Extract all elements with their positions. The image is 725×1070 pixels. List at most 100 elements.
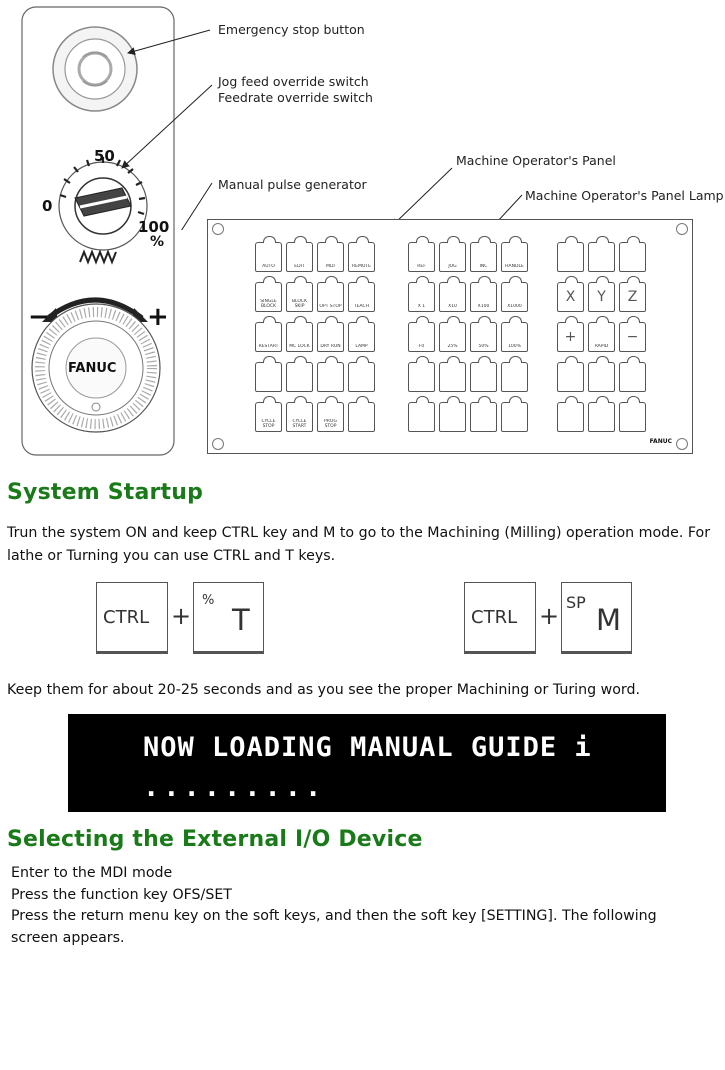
panel-key-label: INC [479, 264, 488, 269]
panel-key[interactable]: − [619, 316, 646, 352]
panel-key[interactable] [439, 356, 466, 392]
panel-key[interactable]: Z [619, 276, 646, 312]
ctrl-key: CTRL [96, 582, 168, 654]
panel-key[interactable]: RESTART [255, 316, 282, 352]
panel-key[interactable] [557, 236, 584, 272]
panel-key[interactable] [286, 356, 313, 392]
pendant-illustration [21, 6, 175, 456]
panel-key[interactable]: JOG [439, 236, 466, 272]
handwheel-minus: − [28, 302, 50, 332]
panel-key[interactable] [317, 356, 344, 392]
panel-key[interactable]: INC [470, 236, 497, 272]
panel-key[interactable]: X 1 [408, 276, 435, 312]
plus-sign: + [539, 602, 560, 630]
emergency-stop-icon [52, 26, 138, 112]
panel-key[interactable]: X [557, 276, 584, 312]
t-key-superscript: % [202, 593, 215, 608]
panel-key[interactable] [557, 396, 584, 432]
panel-key[interactable] [588, 236, 615, 272]
panel-key-label: AUTO [262, 264, 275, 269]
panel-key-label: X 1 [417, 304, 426, 309]
panel-key[interactable] [439, 396, 466, 432]
m-key-label: M [596, 603, 622, 637]
handwheel-icon [31, 297, 161, 433]
panel-key-label: DRY RUN [320, 344, 341, 349]
ctrl-key: CTRL [464, 582, 536, 654]
panel-key[interactable]: F0 [408, 316, 435, 352]
panel-key[interactable]: X1000 [501, 276, 528, 312]
panel-key[interactable]: Y [588, 276, 615, 312]
panel-key[interactable] [619, 236, 646, 272]
callout-jog-feed: Jog feed override switch [218, 74, 369, 89]
panel-key[interactable] [501, 396, 528, 432]
panel-key[interactable]: MDI [317, 236, 344, 272]
panel-key-label: MC LOCK [289, 344, 310, 349]
panel-key[interactable]: AUTO [255, 236, 282, 272]
panel-key[interactable]: CYCLE START [286, 396, 313, 432]
loading-dots: ......... [143, 772, 326, 803]
panel-key-label: RAPID [594, 344, 609, 349]
panel-key[interactable]: X100 [470, 276, 497, 312]
panel-key[interactable] [348, 396, 375, 432]
ctrl-key-label: CTRL [471, 607, 518, 628]
panel-key[interactable]: REMOTE [348, 236, 375, 272]
panel-key-label: Y [597, 289, 606, 305]
panel-key-label: SINGLE BLOCK [260, 299, 277, 309]
panel-key[interactable]: X10 [439, 276, 466, 312]
callout-mop: Machine Operator's Panel [456, 153, 616, 168]
dial-label-50: 50 [94, 147, 115, 165]
panel-key-label: 50% [478, 344, 489, 349]
panel-key[interactable] [619, 396, 646, 432]
panel-key[interactable]: EDIT [286, 236, 313, 272]
panel-key[interactable]: RAPID [588, 316, 615, 352]
panel-key[interactable] [408, 356, 435, 392]
panel-key[interactable]: + [557, 316, 584, 352]
startup-paragraph: Trun the system ON and keep CTRL key and… [7, 522, 710, 568]
panel-key[interactable]: DRY RUN [317, 316, 344, 352]
panel-key[interactable] [470, 356, 497, 392]
panel-key[interactable]: PROG STOP [317, 396, 344, 432]
panel-key[interactable]: 50% [470, 316, 497, 352]
panel-key[interactable]: LAMP [348, 316, 375, 352]
panel-key[interactable] [348, 356, 375, 392]
panel-key-label: F0 [418, 344, 425, 349]
panel-key[interactable] [255, 356, 282, 392]
panel-key-label: 100% [508, 344, 521, 349]
panel-key[interactable]: MC LOCK [286, 316, 313, 352]
panel-key[interactable]: CYCLE STOP [255, 396, 282, 432]
panel-key-label: CYCLE STOP [261, 419, 276, 429]
panel-key-label: REF [417, 264, 426, 269]
panel-key[interactable]: SINGLE BLOCK [255, 276, 282, 312]
panel-key-label: EDIT [294, 264, 305, 269]
panel-key[interactable]: TEACH [348, 276, 375, 312]
panel-key[interactable]: 25% [439, 316, 466, 352]
callout-mpg: Manual pulse generator [218, 177, 367, 192]
keep-keys-text: Keep them for about 20-25 seconds and as… [7, 682, 640, 698]
panel-key-label: REMOTE [352, 264, 371, 269]
panel-key[interactable] [557, 356, 584, 392]
panel-key-label: − [626, 329, 639, 345]
panel-key[interactable]: 100% [501, 316, 528, 352]
m-key: SP M [561, 582, 632, 654]
panel-key[interactable] [501, 356, 528, 392]
loading-message: NOW LOADING MANUAL GUIDE i [143, 732, 592, 763]
panel-key-label: BLOCK SKIP [291, 299, 308, 309]
panel-key[interactable] [588, 396, 615, 432]
panel-key[interactable] [470, 396, 497, 432]
panel-key[interactable]: OPT STOP [317, 276, 344, 312]
panel-key-label: TEACH [353, 304, 370, 309]
panel-key[interactable]: HANDLE [501, 236, 528, 272]
panel-key[interactable]: BLOCK SKIP [286, 276, 313, 312]
callout-feedrate: Feedrate override switch [218, 90, 373, 105]
ctrl-key-label: CTRL [103, 607, 150, 628]
panel-key-label: JOG [448, 264, 457, 269]
panel-key-label: RESTART [258, 344, 279, 349]
panel-key[interactable] [588, 356, 615, 392]
panel-key[interactable]: REF [408, 236, 435, 272]
panel-key[interactable] [408, 396, 435, 432]
dial-label-percent: % [150, 234, 165, 250]
panel-key[interactable] [619, 356, 646, 392]
io-step: Enter to the MDI mode [11, 865, 173, 881]
dial-label-100: 100 [138, 218, 170, 236]
t-key-label: T [232, 603, 250, 637]
